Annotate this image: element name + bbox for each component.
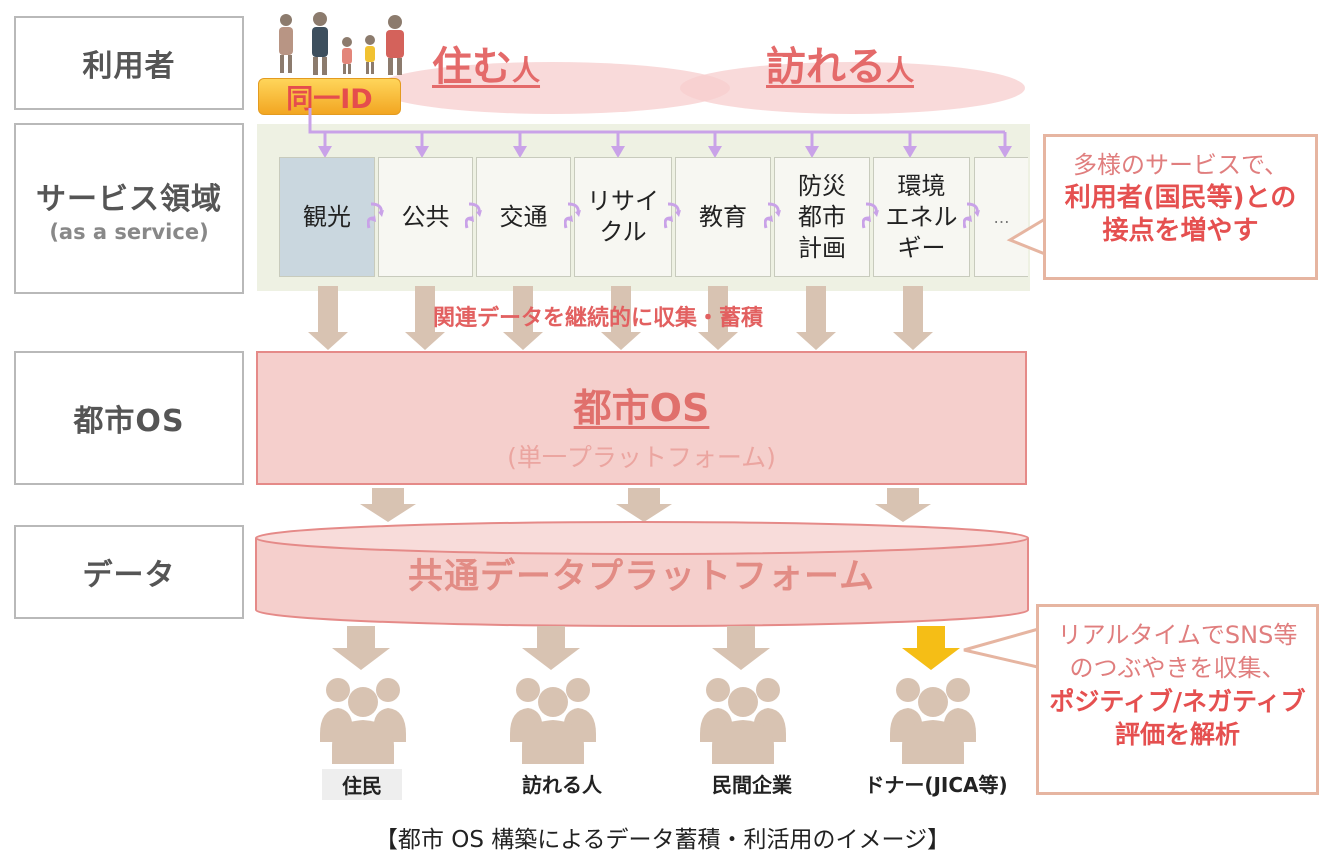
callout-service-contact: 多様のサービスで、 利用者(国民等)との 接点を増やす	[1043, 134, 1318, 280]
cycle-arrow-icon	[963, 202, 980, 229]
city-os-subtitle: (単一プラットフォーム)	[507, 443, 776, 472]
callout-sns-line2: のつぶやきを収集、	[1069, 654, 1286, 682]
service-energy: 環境 エネル ギー	[873, 157, 970, 277]
same-id-badge: 同一ID	[258, 78, 401, 115]
layer-label-user: 利用者	[14, 16, 244, 110]
residents-ellipse	[375, 62, 730, 114]
callout-sns-line4: 評価を解析	[1114, 720, 1240, 749]
cycle-arrow-icon	[564, 202, 581, 229]
visitors-people-icon	[510, 678, 596, 764]
data-platform-label: 共通データプラットフォーム	[408, 557, 875, 597]
family-illustration-icon	[279, 12, 404, 75]
os-to-data-arrows	[360, 488, 931, 522]
residents-suffix: 人	[512, 54, 541, 87]
cycle-arrow-icon	[465, 202, 482, 229]
callout-sns-analysis: リアルタイムでSNS等 のつぶやきを収集、 ポジティブ/ネガティブ 評価を解析	[1036, 604, 1319, 795]
callout-service-line2: 利用者(国民等)との	[1064, 183, 1297, 213]
cycle-arrow-icon	[764, 202, 781, 229]
layer-label-data: データ	[14, 525, 244, 619]
data-platform-cylinder	[255, 521, 1029, 627]
city-os-box: 都市OS (単一プラットフォーム)	[256, 351, 1027, 485]
cycle-arrow-icon	[862, 202, 879, 229]
layer-user-text: 利用者	[82, 49, 176, 84]
visitors-ellipse	[680, 62, 1025, 114]
group-label-visitors: 訪れる人	[522, 773, 602, 797]
layer-os-text: 都市OS	[73, 404, 185, 439]
companies-people-icon	[700, 678, 786, 764]
collect-accumulate-text: 関連データを継続的に収集・蓄積	[433, 306, 764, 331]
residents-text: 住む	[432, 44, 512, 90]
group-arrows	[332, 626, 960, 670]
visitors-suffix: 人	[886, 54, 915, 87]
collect-arrows	[308, 286, 933, 350]
service-education: 教育	[675, 157, 771, 277]
group-label-donors: ドナー(JICA等)	[864, 773, 1008, 797]
callout-pointer-sns	[963, 626, 1043, 670]
city-os-title: 都市OS	[573, 386, 710, 430]
donors-people-icon	[890, 678, 976, 764]
service-tourism: 観光	[279, 157, 375, 277]
group-label-residents: 住民	[322, 769, 402, 800]
cycle-arrow-icon	[367, 202, 384, 229]
residents-people-icon	[320, 678, 406, 764]
visitors-text: 訪れる	[766, 44, 886, 90]
residents-title: 住む人	[432, 34, 540, 92]
service-public: 公共	[378, 157, 473, 277]
service-recycle: リサイ クル	[574, 157, 672, 277]
service-more: …	[974, 157, 1028, 277]
service-transport: 交通	[476, 157, 571, 277]
visitors-title: 訪れる人	[766, 34, 914, 92]
callout-sns-line1: リアルタイムでSNS等	[1057, 621, 1298, 649]
service-disaster-planning: 防災 都市 計画	[774, 157, 870, 277]
layer-service-subtext: (as a service)	[49, 219, 209, 244]
figure-caption: 【都市 OS 構築によるデータ蓄積・利活用のイメージ】	[374, 827, 951, 853]
id-distribution-arrows	[308, 108, 1012, 158]
cycle-arrow-icon	[664, 202, 681, 229]
layer-label-os: 都市OS	[14, 351, 244, 485]
layer-label-service: サービス領域 (as a service)	[14, 123, 244, 294]
group-label-companies: 民間企業	[712, 773, 792, 797]
layer-data-text: データ	[82, 558, 176, 593]
layer-service-text: サービス領域	[36, 181, 222, 217]
callout-service-line1: 多様のサービスで、	[1072, 151, 1289, 179]
callout-sns-line3: ポジティブ/ネガティブ	[1049, 687, 1306, 716]
callout-service-line3: 接点を増やす	[1102, 216, 1259, 246]
